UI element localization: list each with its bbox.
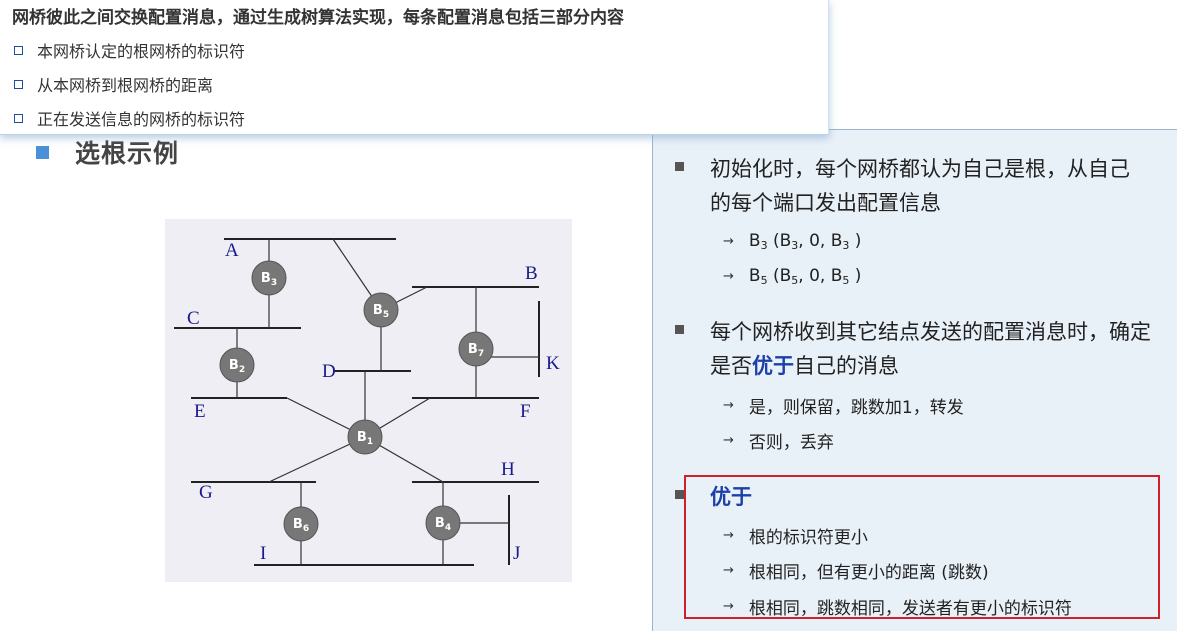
page-title: 选根示例	[75, 139, 180, 168]
info-popup: 网桥彼此之间交换配置消息，通过生成树算法实现，每条配置消息包括三部分内容 本网桥…	[0, 0, 829, 135]
lan-label-d: D	[322, 361, 336, 382]
bridge-b3: B3	[251, 260, 287, 296]
lan-label-i: I	[260, 543, 266, 564]
lan-label-a: A	[225, 240, 239, 261]
bridge-b2: B2	[219, 347, 255, 383]
square-bullet-icon	[14, 113, 23, 123]
square-bullet-icon	[675, 325, 684, 334]
bridge-b1: B1	[347, 419, 383, 455]
sub-item: → 根的标识符更小	[723, 523, 868, 548]
popup-item-text: 正在发送信息的网桥的标识符	[37, 110, 246, 129]
sub-item: → B3 (B3, 0, B3 )	[723, 231, 861, 252]
svg-text:B7: B7	[468, 342, 484, 359]
square-bullet-icon	[675, 162, 684, 171]
arrow-icon: →	[723, 528, 734, 543]
popup-item: 本网桥认定的根网桥的标识符	[14, 38, 245, 62]
arrow-icon: →	[723, 563, 734, 578]
highlight-box	[684, 475, 1160, 619]
sub-item: → 根相同，但有更小的距离 (跳数)	[723, 558, 989, 583]
config-message-b3: B3 (B3, 0, B3 )	[748, 231, 862, 252]
popup-item: 从本网桥到根网桥的距离	[14, 72, 213, 96]
list-item-text: 初始化时，每个网桥都认为自己是根，从自己的每个端口发出配置信息	[710, 157, 1130, 215]
popup-title: 网桥彼此之间交换配置消息，通过生成树算法实现，每条配置消息包括三部分内容	[12, 8, 624, 28]
sub-item: → 是，则保留，跳数加1，转发	[723, 393, 964, 418]
arrow-icon: →	[723, 398, 734, 413]
list-item: 每个网桥收到其它结点发送的配置消息时，确定是否优于自己的消息	[675, 315, 1165, 383]
bridge-b4: B4	[425, 505, 461, 541]
sub-item: → 根相同，跳数相同，发送者有更小的标识符	[723, 594, 1072, 619]
list-item-text: 优于	[710, 485, 752, 509]
bridge-b7: B7	[458, 331, 494, 367]
arrow-icon: →	[723, 234, 734, 249]
sub-item-text: 根相同，但有更小的距离 (跳数)	[748, 563, 989, 583]
list-item-text: 每个网桥收到其它结点发送的配置消息时，确定是否优于自己的消息	[710, 320, 1151, 378]
arrow-icon: →	[723, 599, 734, 614]
sub-item-text: 根的标识符更小	[748, 528, 868, 548]
svg-text:B2: B2	[229, 358, 245, 375]
lan-lines	[174, 238, 540, 566]
list-item: 优于	[675, 480, 752, 514]
arrow-icon: →	[723, 433, 734, 448]
square-bullet-icon	[675, 490, 684, 499]
lan-label-k: K	[546, 353, 560, 374]
lan-label-b: B	[525, 263, 538, 284]
svg-text:B5: B5	[373, 303, 389, 320]
explanation-panel: 初始化时，每个网桥都认为自己是根，从自己的每个端口发出配置信息 → B3 (B3…	[652, 129, 1177, 631]
popup-item: 正在发送信息的网桥的标识符	[14, 106, 245, 130]
bridge-b6: B6	[283, 506, 319, 542]
square-bullet-icon	[14, 45, 23, 55]
svg-text:B6: B6	[293, 517, 309, 534]
square-bullet-icon	[36, 145, 49, 159]
lan-label-e: E	[194, 401, 206, 422]
diagram-svg: A B C D E F G H I J K B3 B5 B7 B2 B1	[174, 238, 560, 566]
lan-label-j: J	[513, 543, 520, 564]
svg-text:B3: B3	[261, 271, 277, 288]
network-diagram: A B C D E F G H I J K B3 B5 B7 B2 B1	[165, 219, 572, 582]
sub-item: → B5 (B5, 0, B5 )	[723, 266, 861, 287]
popup-item-text: 从本网桥到根网桥的距离	[37, 76, 214, 95]
config-message-b5: B5 (B5, 0, B5 )	[748, 266, 862, 287]
sub-item-text: 根相同，跳数相同，发送者有更小的标识符	[748, 599, 1072, 619]
square-bullet-icon	[14, 79, 23, 89]
lan-label-c: C	[187, 308, 200, 329]
sub-item: → 否则，丢弃	[723, 428, 834, 453]
svg-text:B4: B4	[435, 516, 451, 533]
list-item: 初始化时，每个网桥都认为自己是根，从自己的每个端口发出配置信息	[675, 152, 1145, 220]
slide-heading: 选根示例	[36, 134, 179, 170]
sub-item-text: 是，则保留，跳数加1，转发	[748, 398, 964, 418]
lan-label-h: H	[501, 459, 515, 480]
bridge-b5: B5	[363, 292, 399, 328]
lan-label-g: G	[199, 482, 213, 503]
svg-text:B1: B1	[357, 430, 373, 447]
sub-item-text: 否则，丢弃	[748, 433, 834, 453]
popup-item-text: 本网桥认定的根网桥的标识符	[37, 42, 246, 61]
lan-label-f: F	[520, 401, 531, 422]
arrow-icon: →	[723, 269, 734, 284]
